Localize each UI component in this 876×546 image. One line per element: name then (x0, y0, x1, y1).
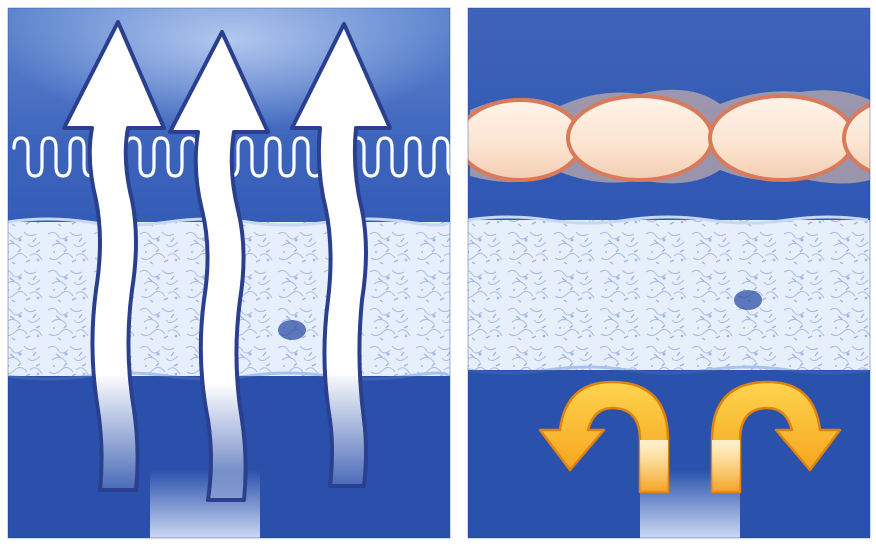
bead (568, 96, 712, 180)
upward-arrows (64, 22, 390, 500)
bead (458, 100, 582, 180)
fiber-layer-right (468, 217, 870, 373)
sealed-bead-chain (458, 90, 876, 184)
right-panel (458, 8, 876, 538)
left-panel (0, 0, 476, 538)
membrane-coil-row (8, 134, 476, 186)
cell-nucleus (278, 320, 306, 340)
panel-divider (450, 8, 468, 538)
cell-nucleus (734, 290, 762, 310)
bead (710, 96, 854, 180)
